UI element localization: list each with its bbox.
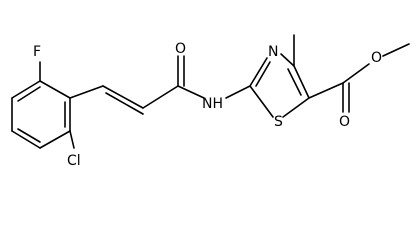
atom-label-nh: NH (202, 96, 223, 112)
atom-label-f: F (33, 44, 41, 60)
bond (308, 82, 344, 99)
bond (142, 85, 179, 109)
bond (17, 86, 41, 102)
bond (177, 85, 205, 99)
bond (249, 57, 268, 87)
bond (69, 85, 104, 99)
bond (255, 61, 271, 87)
bond (382, 43, 410, 57)
atom-label-carbonyl-oxygen: O (339, 114, 350, 130)
bond (293, 65, 310, 99)
bond (342, 63, 370, 84)
atom-label-amide-oxygen: O (175, 41, 186, 57)
atom-labels: F Cl O NH N S O O (33, 41, 382, 169)
bond (69, 130, 75, 149)
atom-label-cl: Cl (67, 153, 81, 169)
bond (11, 130, 41, 149)
atom-label-ester-oxygen: O (371, 50, 382, 66)
atom-label-sulfur: S (274, 114, 283, 130)
bond (17, 128, 41, 143)
bond (39, 130, 71, 149)
bond (102, 85, 144, 109)
bond (280, 53, 295, 67)
bond (39, 80, 71, 99)
bond (249, 85, 274, 118)
atom-label-ring-nitrogen: N (268, 44, 278, 60)
bond (105, 92, 144, 115)
bond (225, 85, 251, 99)
bond (11, 80, 41, 99)
bond (287, 68, 302, 96)
molecule-diagram: F Cl O NH N S O O (11, 34, 410, 169)
bond (282, 97, 310, 118)
bond-lines (11, 34, 410, 149)
